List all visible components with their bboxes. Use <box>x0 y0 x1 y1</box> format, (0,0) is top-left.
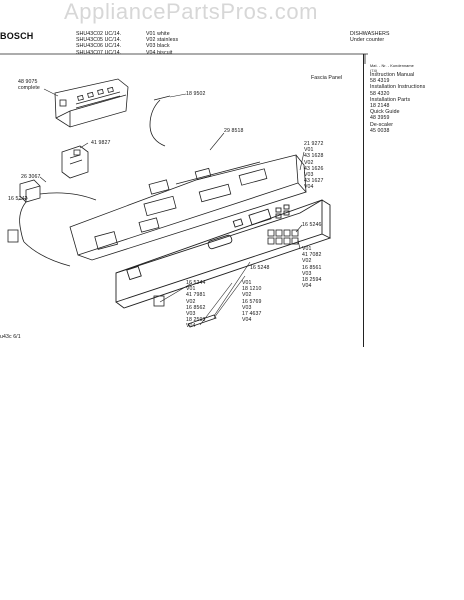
corner-note-line: (74) <box>370 68 378 73</box>
variant-code: V04 <box>302 283 312 290</box>
label-16-5248: 16 5248 <box>250 265 270 271</box>
variant-item: V02 stainless <box>146 37 179 44</box>
variant-item: V03 black <box>146 43 170 50</box>
model-item: SHU43C07 UC/14. <box>76 49 122 56</box>
connector-icon <box>7 229 19 243</box>
bracket-41-9827 <box>61 145 89 179</box>
variant-list: V01 white V02 stainless V03 black V04 bi… <box>146 31 178 56</box>
label-group-bottom-left: 16 5244 V01 41 7981 V02 16 8562 V03 18 2… <box>186 280 205 330</box>
watermark: AppliancePartsPros.com <box>64 0 319 24</box>
part-number: 21 9272 <box>304 141 324 147</box>
variant-code: V02 <box>302 258 312 265</box>
label-16-5246: 16 5246 <box>302 222 322 228</box>
variant-code: V01 <box>186 286 196 293</box>
fascia-panel <box>115 199 332 309</box>
corner-note-line: Mat. - Nr. - Kundenname <box>370 64 414 68</box>
variant-code: V02 <box>242 292 252 299</box>
part-note: complete <box>18 85 40 92</box>
variant-code: V03 <box>242 304 252 311</box>
model-item: SHU43C06 UC/14. <box>76 43 122 50</box>
variant-code: V02 <box>304 159 314 166</box>
part-number: 18 1210 <box>242 286 262 293</box>
variant-code: V04 <box>242 317 252 324</box>
doc-line: 58 4320 <box>370 90 390 97</box>
variant-code: V01 <box>242 280 252 286</box>
label-41-9827: 41 9827 <box>91 140 111 146</box>
footer-code: u43c 6/1 <box>0 334 21 340</box>
part-number: 43 1628 <box>304 153 324 160</box>
label-16-5242: 16 5242 <box>8 196 28 202</box>
doc-line: 45 0038 <box>370 127 390 134</box>
label-group-right-top: 21 9272 V01 43 1628 V02 43 1626 V03 43 1… <box>304 141 323 191</box>
label-26-3067: 26 3067 <box>21 174 41 180</box>
part-number: 16 5769 <box>242 298 262 305</box>
brand-logo: BOSCH <box>0 31 34 41</box>
variant-code: V03 <box>304 172 314 179</box>
label-group-right-mid: V01 41 7082 V02 16 8561 V03 18 2594 V04 <box>302 246 321 289</box>
doc-line: Quick Guide <box>370 109 400 116</box>
panel-carrier <box>69 154 307 261</box>
product-line: Under counter <box>350 37 385 44</box>
part-number: 18 2593 <box>186 317 206 324</box>
part-number: 17 4637 <box>242 311 262 318</box>
doc-line: De-scaler <box>370 121 394 128</box>
model-list: SHU43C02 UC/14. SHU43C05 UC/14. SHU43C06… <box>76 31 121 56</box>
part-number: 43 1627 <box>304 178 324 185</box>
documents-list: Instruction Manual 58 4319 Installation … <box>370 72 425 134</box>
variant-code: V03 <box>186 311 196 318</box>
part-number: 48 9075 <box>18 79 38 85</box>
doc-line: Installation Parts <box>370 96 411 103</box>
section-title: Fascia Panel <box>311 75 343 81</box>
variant-code: V03 <box>302 270 312 277</box>
label-complete: 48 9075 complete <box>18 79 40 91</box>
part-number: 43 1626 <box>304 165 324 172</box>
part-number: 16 5244 <box>186 280 206 286</box>
switch-assembly <box>19 179 97 267</box>
cable-18-9502 <box>149 99 166 147</box>
part-number: 16 8561 <box>302 264 322 271</box>
variant-item: V04 biscuit <box>146 49 173 56</box>
variant-code: V04 <box>304 184 314 191</box>
product-line: DISHWASHERS <box>350 31 390 37</box>
product-type: DISHWASHERS Under counter <box>350 31 390 43</box>
control-module <box>54 78 129 128</box>
variant-code: V01 <box>302 246 312 252</box>
variant-code: V04 <box>186 323 196 330</box>
model-item: SHU43C02 UC/14. <box>76 31 122 37</box>
part-number: 41 7082 <box>302 252 322 259</box>
corner-note: Mat. - Nr. - Kundenname (74) <box>370 64 414 73</box>
part-number: 41 7981 <box>186 292 206 299</box>
variant-code: V02 <box>186 298 196 305</box>
part-number: 16 8562 <box>186 304 206 311</box>
label-18-9502: 18 9502 <box>186 91 206 97</box>
diagram-frame <box>50 54 364 347</box>
doc-line: Installation Instructions <box>370 84 426 91</box>
label-29-8518: 29 8518 <box>224 128 244 134</box>
knob-part <box>153 295 165 307</box>
label-group-bottom-mid: V01 18 1210 V02 16 5769 V03 17 4637 V04 <box>242 280 261 323</box>
part-number: 18 2594 <box>302 277 322 284</box>
push-buttons <box>267 229 299 245</box>
doc-line: Instruction Manual <box>370 72 415 78</box>
model-item: SHU43C05 UC/14. <box>76 37 122 44</box>
variant-code: V01 <box>304 147 314 154</box>
doc-line: 18 2148 <box>370 103 390 110</box>
variant-item: V01 white <box>146 31 170 37</box>
doc-line: 58 4319 <box>370 78 390 85</box>
doc-line: 48 3959 <box>370 115 390 122</box>
